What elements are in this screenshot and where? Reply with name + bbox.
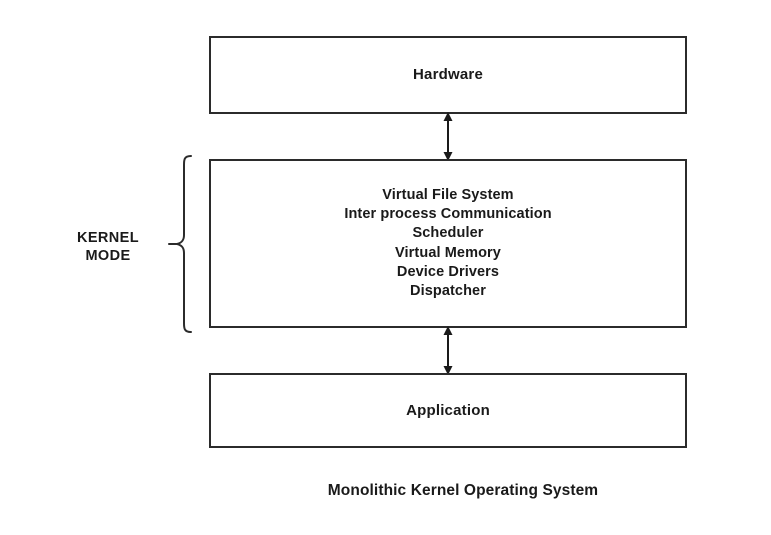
application-layer-label: Application [406, 401, 490, 419]
kernel-service-item: Virtual Memory [395, 244, 501, 261]
hardware-layer-label: Hardware [413, 66, 483, 83]
application-layer-box: Application [209, 373, 687, 448]
diagram-caption: Monolithic Kernel Operating System [327, 482, 599, 499]
kernel-mode-label-line2: MODE [85, 248, 131, 264]
kernel-layer-box: Virtual File System Inter process Commun… [209, 159, 687, 328]
kernel-service-item: Device Drivers [396, 263, 500, 280]
kernel-service-item: Inter process Communication [344, 206, 552, 223]
kernel-service-item: Scheduler [412, 225, 484, 242]
hardware-layer-box: Hardware [209, 36, 687, 114]
kernel-services-list: Virtual File System Inter process Commun… [344, 186, 551, 301]
hardware-kernel-arrow-icon [443, 112, 453, 161]
kernel-mode-brace-icon [168, 155, 192, 333]
kernel-service-item: Dispatcher [410, 282, 486, 299]
kernel-application-arrow-icon [443, 326, 453, 375]
kernel-mode-label-line1: KERNEL [76, 230, 139, 246]
kernel-service-item: Virtual File System [382, 186, 514, 203]
kernel-mode-label: KERNEL MODE [40, 229, 176, 265]
